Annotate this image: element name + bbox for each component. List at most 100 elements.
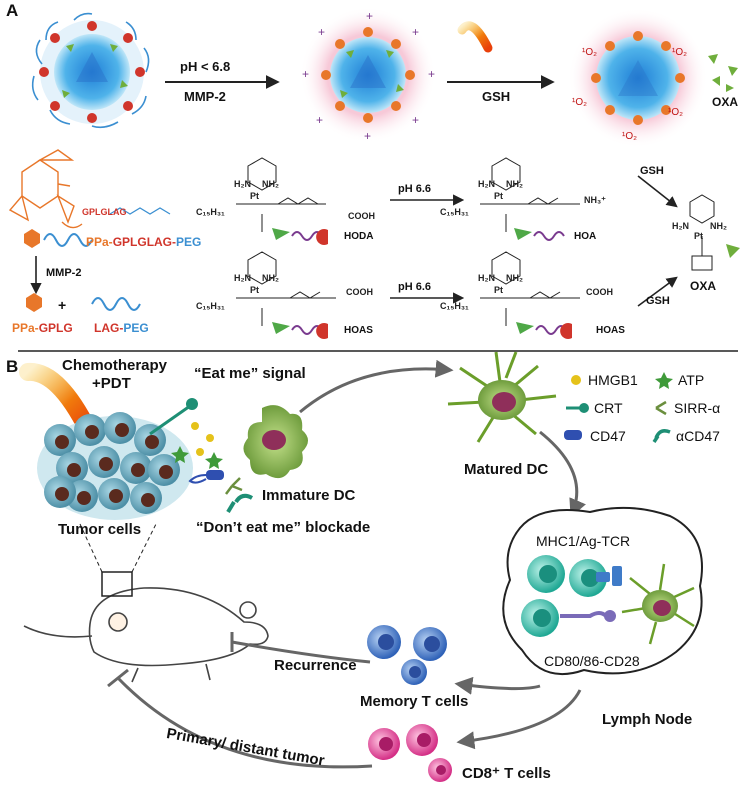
singlet-oxygen-3: ¹O₂ <box>572 97 587 108</box>
tumor-nucleus <box>99 457 113 471</box>
hoas-icon-2 <box>516 322 572 339</box>
svg-text:+: + <box>366 9 373 23</box>
pt-label-2: Pt <box>494 191 503 201</box>
tumor-nucleus <box>159 465 173 479</box>
legend-crt: CRT <box>594 400 623 416</box>
mmp2-label: MMP-2 <box>46 267 82 279</box>
memory-t-cells <box>367 625 447 685</box>
atp-icon <box>655 372 673 389</box>
mhc-label: MHC1/Ag-TCR <box>536 533 631 549</box>
arrow1-top-label: pH < 6.8 <box>180 59 231 74</box>
tumor-nucleus <box>85 425 99 439</box>
legend-atp: ATP <box>678 372 705 388</box>
svg-text:+: + <box>318 25 325 39</box>
dont-eat-label: “Don’t eat me” blockade <box>196 519 371 536</box>
h2n-label-1: H₂N <box>234 179 251 189</box>
cleaved-left-label: PPa-GPLG <box>12 321 73 335</box>
nanoparticle-3 <box>568 8 708 148</box>
eat-me-label: “Eat me” signal <box>194 365 306 382</box>
pt-complex-hoas-right <box>480 251 580 326</box>
oxa-label-top: OXA <box>712 95 739 109</box>
svg-text:+: + <box>364 129 371 143</box>
cooh-label-3: COOH <box>586 287 613 297</box>
cd80-label: CD80/86-CD28 <box>544 653 640 669</box>
tumor-box <box>101 571 133 597</box>
acd47-icon <box>226 493 254 514</box>
h2n-label-4: H₂N <box>478 273 495 283</box>
hoa-icon <box>514 228 565 241</box>
cd47-icon <box>564 430 582 440</box>
tumor-nucleus <box>131 463 145 477</box>
peptide-chain-label: GPLGLAG <box>82 207 127 217</box>
hmgb1-dots <box>191 422 214 456</box>
cooh-label: COOH <box>348 211 375 221</box>
nanoparticle-2: +++ +++ ++ <box>300 7 436 143</box>
laser-icon <box>457 21 493 53</box>
nanoparticle-1 <box>31 12 150 129</box>
nh2-label-1: NH₂ <box>262 179 279 189</box>
tumor-nucleus <box>145 435 159 449</box>
lymph-node-label: Lymph Node <box>602 711 693 728</box>
c15h31-label-2: C₁₅H₃₁ <box>440 207 469 217</box>
pt-complex-hoas-left <box>236 251 336 326</box>
matured-dc-cell <box>447 351 557 443</box>
pdt-label: +PDT <box>92 375 131 392</box>
svg-text:+: + <box>316 113 323 127</box>
panel-b-label: B <box>6 357 19 376</box>
legend-acd47: αCD47 <box>676 428 720 444</box>
tumor-nucleus <box>109 489 123 503</box>
oxa-label-bottom: OXA <box>690 279 717 293</box>
legend-cd47: CD47 <box>590 428 626 444</box>
arrow2-label: GSH <box>482 89 511 104</box>
pt-label-1: Pt <box>250 191 259 201</box>
legend-sirr: SIRR-α <box>674 400 721 416</box>
chemo-label: Chemotherapy <box>62 357 168 374</box>
cd47-receptor <box>188 470 224 484</box>
tumor-nucleus <box>67 463 81 477</box>
panel-a-label: A <box>6 1 19 20</box>
memory-t-label: Memory T cells <box>360 693 469 710</box>
cd8-label: CD8⁺ T cells <box>462 765 551 782</box>
svg-text:+: + <box>302 67 309 81</box>
tumor-cluster <box>37 412 193 520</box>
pt-label-4: Pt <box>494 285 503 295</box>
cleaved-right-label: LAG-PEG <box>94 321 149 335</box>
crt-icon <box>566 403 589 413</box>
oxa-triangles <box>708 54 738 92</box>
lymph-cells <box>521 555 695 645</box>
acd47-legend-icon <box>652 429 671 443</box>
polymer-icon <box>24 229 93 248</box>
hoas-label-1: HOAS <box>344 325 373 336</box>
singlet-oxygen-5: ¹O₂ <box>622 131 637 142</box>
immature-dc-label: Immature DC <box>262 487 356 504</box>
polymer-label: PPa-GPLGLAG-PEG <box>86 235 202 249</box>
h2n-label-3: H₂N <box>234 273 251 283</box>
tumor-nucleus <box>55 435 69 449</box>
singlet-oxygen-1: ¹O₂ <box>582 47 597 58</box>
recurrence-label: Recurrence <box>274 657 357 674</box>
porphyrin-structure <box>8 149 83 229</box>
oxa-structure <box>689 194 715 271</box>
cleaved-icons <box>26 293 141 312</box>
ph-label-1: pH 6.6 <box>398 183 432 195</box>
sirr-alpha-icon <box>225 477 243 495</box>
hoas-icon-1 <box>272 322 328 339</box>
hoda-label: HODA <box>344 231 374 242</box>
crt-signal-icon <box>149 398 198 436</box>
cd8-t-cells <box>368 724 452 782</box>
c15h31-label-1: C₁₅H₃₁ <box>196 207 225 217</box>
immature-dc-cell <box>243 405 308 479</box>
nh3-label: NH₃⁺ <box>584 195 606 205</box>
pt-complex-hoa <box>480 157 580 232</box>
pt-label-5: Pt <box>694 231 703 241</box>
singlet-oxygen-2: ¹O₂ <box>672 47 687 58</box>
gsh-label-2: GSH <box>646 295 670 307</box>
hoa-label: HOA <box>574 231 597 242</box>
plus-sign: + <box>58 297 67 313</box>
c15h31-label-3: C₁₅H₃₁ <box>196 301 225 311</box>
h2n-label-5: H₂N <box>672 221 689 231</box>
hmgb1-icon <box>571 375 581 385</box>
svg-text:+: + <box>412 25 419 39</box>
nh2-label-2: NH₂ <box>506 179 523 189</box>
